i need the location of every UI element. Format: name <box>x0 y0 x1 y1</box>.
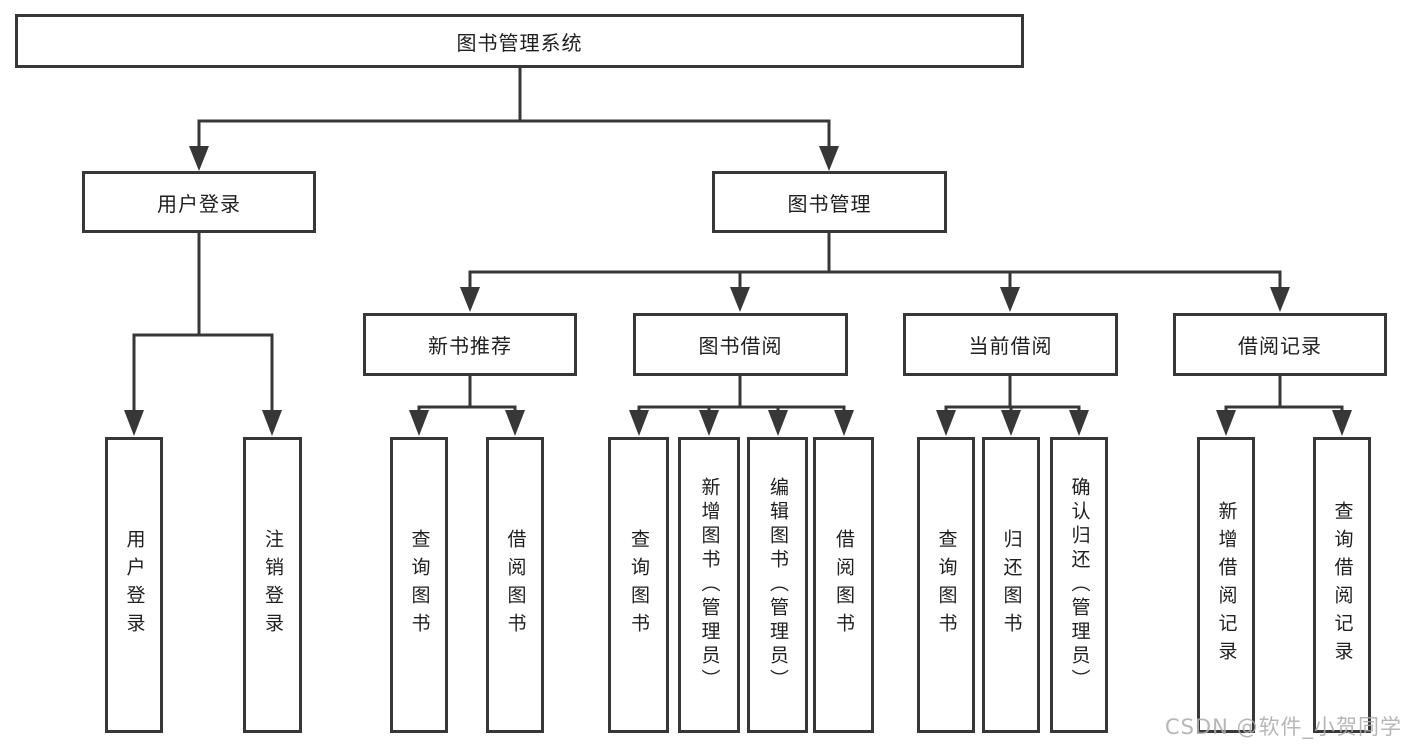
node-book-management: 图书管理 <box>712 171 947 233</box>
leaf-records-query-record-label: 查询借阅记录 <box>1331 501 1354 669</box>
node-user-login: 用户登录 <box>82 171 316 233</box>
leaf-records-add-record-label: 新增借阅记录 <box>1215 501 1238 669</box>
node-borrowing-records-label: 借阅记录 <box>1238 334 1322 358</box>
connector-book-management-to-level3 <box>460 231 1290 312</box>
node-book-management-label: 图书管理 <box>787 191 872 216</box>
leaf-recommend-query-books: 查询图书 <box>390 437 448 733</box>
leaf-borrow-query-books: 查询图书 <box>608 437 669 733</box>
leaf-borrow-borrow-books: 借阅图书 <box>813 437 874 733</box>
leaf-current-query-books: 查询图书 <box>917 437 975 733</box>
leaf-current-query-books-label: 查询图书 <box>935 529 958 641</box>
node-user-login-label: 用户登录 <box>157 191 241 216</box>
leaf-logout-label: 注销登录 <box>262 529 284 641</box>
leaf-borrow-edit-books-admin-label: 编辑图书（管理员） <box>767 477 789 693</box>
leaf-borrow-edit-books-admin: 编辑图书（管理员） <box>747 437 808 733</box>
csdn-watermark: CSDN @软件_小贺同学 <box>1164 715 1402 739</box>
node-book-borrowing: 图书借阅 <box>633 313 848 376</box>
connector-current-borrowing-to-leaves <box>936 374 1089 436</box>
leaf-records-query-record: 查询借阅记录 <box>1313 437 1371 733</box>
connector-book-borrowing-to-leaves <box>629 374 854 436</box>
node-root: 图书管理系统 <box>15 14 1024 68</box>
node-book-borrowing-label: 图书借阅 <box>698 334 783 358</box>
node-new-book-recommend: 新书推荐 <box>363 313 577 376</box>
node-current-borrowing-label: 当前借阅 <box>968 334 1053 358</box>
leaf-recommend-borrow-books-label: 借阅图书 <box>504 529 527 641</box>
node-current-borrowing: 当前借阅 <box>903 313 1118 376</box>
leaf-records-add-record: 新增借阅记录 <box>1197 437 1255 733</box>
leaf-borrow-borrow-books-label: 借阅图书 <box>833 529 855 641</box>
leaf-current-confirm-return-admin-label: 确认归还（管理员） <box>1068 477 1091 693</box>
leaf-user-login: 用户登录 <box>105 437 163 733</box>
node-root-label: 图书管理系统 <box>456 30 583 55</box>
connector-user-login-to-leaves <box>124 231 282 436</box>
leaf-current-return-books-label: 归还图书 <box>1000 529 1023 641</box>
leaf-current-return-books: 归还图书 <box>982 437 1040 733</box>
leaf-borrow-add-books-admin: 新增图书（管理员） <box>678 437 740 733</box>
leaf-current-confirm-return-admin: 确认归还（管理员） <box>1050 437 1108 733</box>
leaf-recommend-query-books-label: 查询图书 <box>408 529 431 641</box>
leaf-logout: 注销登录 <box>243 437 302 733</box>
connector-root-to-level2 <box>189 66 839 171</box>
leaf-borrow-add-books-admin-label: 新增图书（管理员） <box>698 477 721 693</box>
leaf-recommend-borrow-books: 借阅图书 <box>486 437 544 733</box>
connector-new-book-recommend-to-leaves <box>409 374 525 436</box>
leaf-borrow-query-books-label: 查询图书 <box>628 529 650 641</box>
connector-borrowing-records-to-leaves <box>1216 374 1352 436</box>
leaf-user-login-label: 用户登录 <box>123 529 146 641</box>
node-new-book-recommend-label: 新书推荐 <box>428 334 512 358</box>
node-borrowing-records: 借阅记录 <box>1173 313 1387 376</box>
